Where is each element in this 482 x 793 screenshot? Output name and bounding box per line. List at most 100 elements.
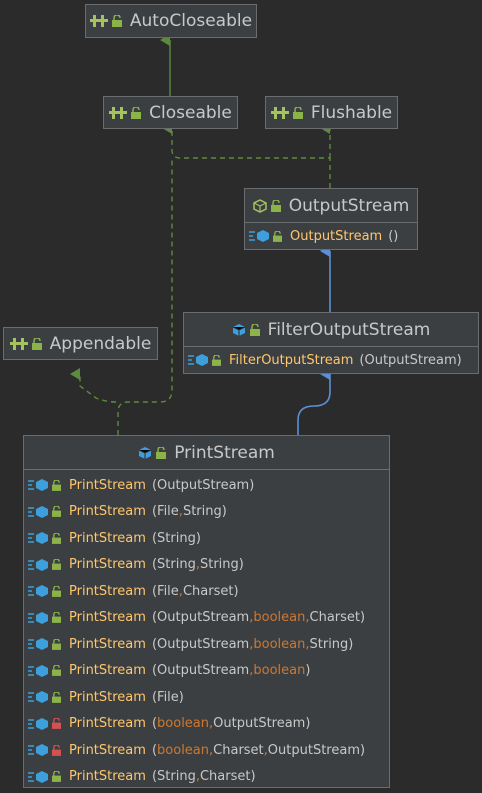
constructor-row[interactable]: PrintStream(File , String ) xyxy=(24,499,389,526)
param-separator: , xyxy=(178,504,183,520)
param-type: OutputStream xyxy=(267,742,360,758)
param-type: OutputStream xyxy=(157,477,250,493)
lock-icon xyxy=(273,230,282,242)
paren-open: ( xyxy=(359,352,365,368)
param-type: String xyxy=(157,530,196,546)
paren-open: ( xyxy=(151,610,158,626)
constructor-row[interactable]: PrintStream(String , Charset ) xyxy=(24,764,389,791)
node-printstream[interactable]: PrintStream PrintStream(OutputStream )Pr… xyxy=(23,435,390,788)
param-type: boolean xyxy=(253,636,306,652)
node-filteroutputstream[interactable]: FilterOutputStream FilterOutputStream(Ou… xyxy=(183,312,479,374)
constructor-row[interactable]: FilterOutputStream(OutputStream ) xyxy=(184,347,478,373)
constructor-row[interactable]: PrintStream (File ) xyxy=(24,684,389,711)
constructor-name: PrintStream xyxy=(69,716,146,732)
lock-icon xyxy=(270,199,281,212)
constructor-name: PrintStream xyxy=(69,689,146,705)
param-separator: , xyxy=(209,742,214,758)
paren-open: ( xyxy=(151,636,158,652)
private-lock-icon xyxy=(52,718,61,730)
lock-icon xyxy=(52,479,61,491)
constructor-name: PrintStream xyxy=(69,636,146,652)
constructor-icon xyxy=(28,637,61,651)
constructor-row[interactable]: PrintStream(File , Charset ) xyxy=(24,578,389,605)
lock-icon xyxy=(249,323,260,336)
constructor-row[interactable]: PrintStream(OutputStream , boolean , Cha… xyxy=(24,605,389,632)
interface-icon xyxy=(9,337,42,350)
node-flushable[interactable]: Flushable xyxy=(265,96,398,129)
private-lock-icon xyxy=(52,744,61,756)
lock-icon xyxy=(52,585,61,597)
constructor-icon xyxy=(28,531,61,545)
lock-icon xyxy=(156,446,167,459)
param-type: File xyxy=(157,689,179,705)
constructor-params: () xyxy=(388,228,399,244)
paren-close: ) xyxy=(348,636,354,652)
param-type: OutputStream xyxy=(213,716,306,732)
param-type: File xyxy=(157,504,179,520)
param-type: Charset xyxy=(199,769,251,785)
node-title: PrintStream xyxy=(174,442,275,463)
node-title: Flushable xyxy=(310,102,393,123)
constructor-icon xyxy=(28,770,61,784)
constructor-icon xyxy=(188,353,221,367)
node-appendable[interactable]: Appendable xyxy=(3,327,158,360)
node-title: OutputStream xyxy=(288,195,410,216)
param-separator: , xyxy=(209,716,214,732)
param-type: Charset xyxy=(309,610,361,626)
edge-printstream-filteroutputstream xyxy=(297,368,331,435)
lock-icon xyxy=(292,106,303,119)
edge-printstream-appendable xyxy=(70,368,117,403)
param-separator: , xyxy=(263,742,268,758)
paren-open: ( xyxy=(151,557,158,573)
lock-icon xyxy=(111,15,122,27)
param-type: OutputStream xyxy=(157,636,250,652)
constructor-name: PrintStream xyxy=(69,742,146,758)
param-type: OutputStream xyxy=(364,352,457,368)
lock-icon xyxy=(131,106,142,119)
interface-icon xyxy=(109,106,142,119)
param-separator: , xyxy=(195,557,200,573)
node-title: AutoCloseable xyxy=(129,11,253,31)
paren-close: ) xyxy=(250,769,256,785)
constructor-row[interactable]: PrintStream(OutputStream ) xyxy=(24,472,389,499)
param-type: String xyxy=(157,769,196,785)
constructor-row[interactable]: OutputStream () xyxy=(245,223,417,249)
constructor-row[interactable]: PrintStream(String ) xyxy=(24,525,389,552)
constructor-row[interactable]: PrintStream(OutputStream , boolean ) xyxy=(24,658,389,685)
lock-icon xyxy=(52,506,61,518)
interface-icon xyxy=(270,106,303,119)
constructor-name: PrintStream xyxy=(69,583,146,599)
param-type: boolean xyxy=(253,610,306,626)
constructor-row[interactable]: PrintStream(String , String ) xyxy=(24,552,389,579)
paren-close: ) xyxy=(195,530,201,546)
constructor-icon xyxy=(28,558,61,572)
node-title: FilterOutputStream xyxy=(267,319,431,340)
constructor-row[interactable]: PrintStream(boolean , Charset , OutputSt… xyxy=(24,737,389,764)
abstract-class-icon xyxy=(252,198,281,213)
node-autocloseable[interactable]: AutoCloseable xyxy=(85,4,257,38)
param-type: boolean xyxy=(157,716,210,732)
node-outputstream[interactable]: OutputStream OutputStream () xyxy=(244,188,418,250)
edge-printstream-closeable xyxy=(117,158,173,435)
param-separator: , xyxy=(178,583,183,599)
paren-open: ( xyxy=(151,530,158,546)
param-type: String xyxy=(309,636,349,652)
paren-close: ) xyxy=(360,742,366,758)
constructor-row[interactable]: PrintStream(boolean , OutputStream ) xyxy=(24,711,389,738)
param-separator: , xyxy=(305,610,310,626)
lock-icon xyxy=(52,532,61,544)
lock-icon xyxy=(52,691,61,703)
param-type: Charset xyxy=(182,583,234,599)
lock-icon xyxy=(31,337,42,350)
paren-open: ( xyxy=(151,689,158,705)
paren-open: ( xyxy=(151,716,158,732)
constructor-icon xyxy=(249,229,282,243)
param-type: OutputStream xyxy=(157,610,250,626)
paren-close: ) xyxy=(233,583,239,599)
constructor-icon xyxy=(28,505,61,519)
node-closeable[interactable]: Closeable xyxy=(103,96,238,129)
constructor-row[interactable]: PrintStream(OutputStream , boolean , Str… xyxy=(24,631,389,658)
constructor-icon xyxy=(28,664,61,678)
lock-icon xyxy=(212,354,221,366)
paren-close: ) xyxy=(178,689,184,705)
